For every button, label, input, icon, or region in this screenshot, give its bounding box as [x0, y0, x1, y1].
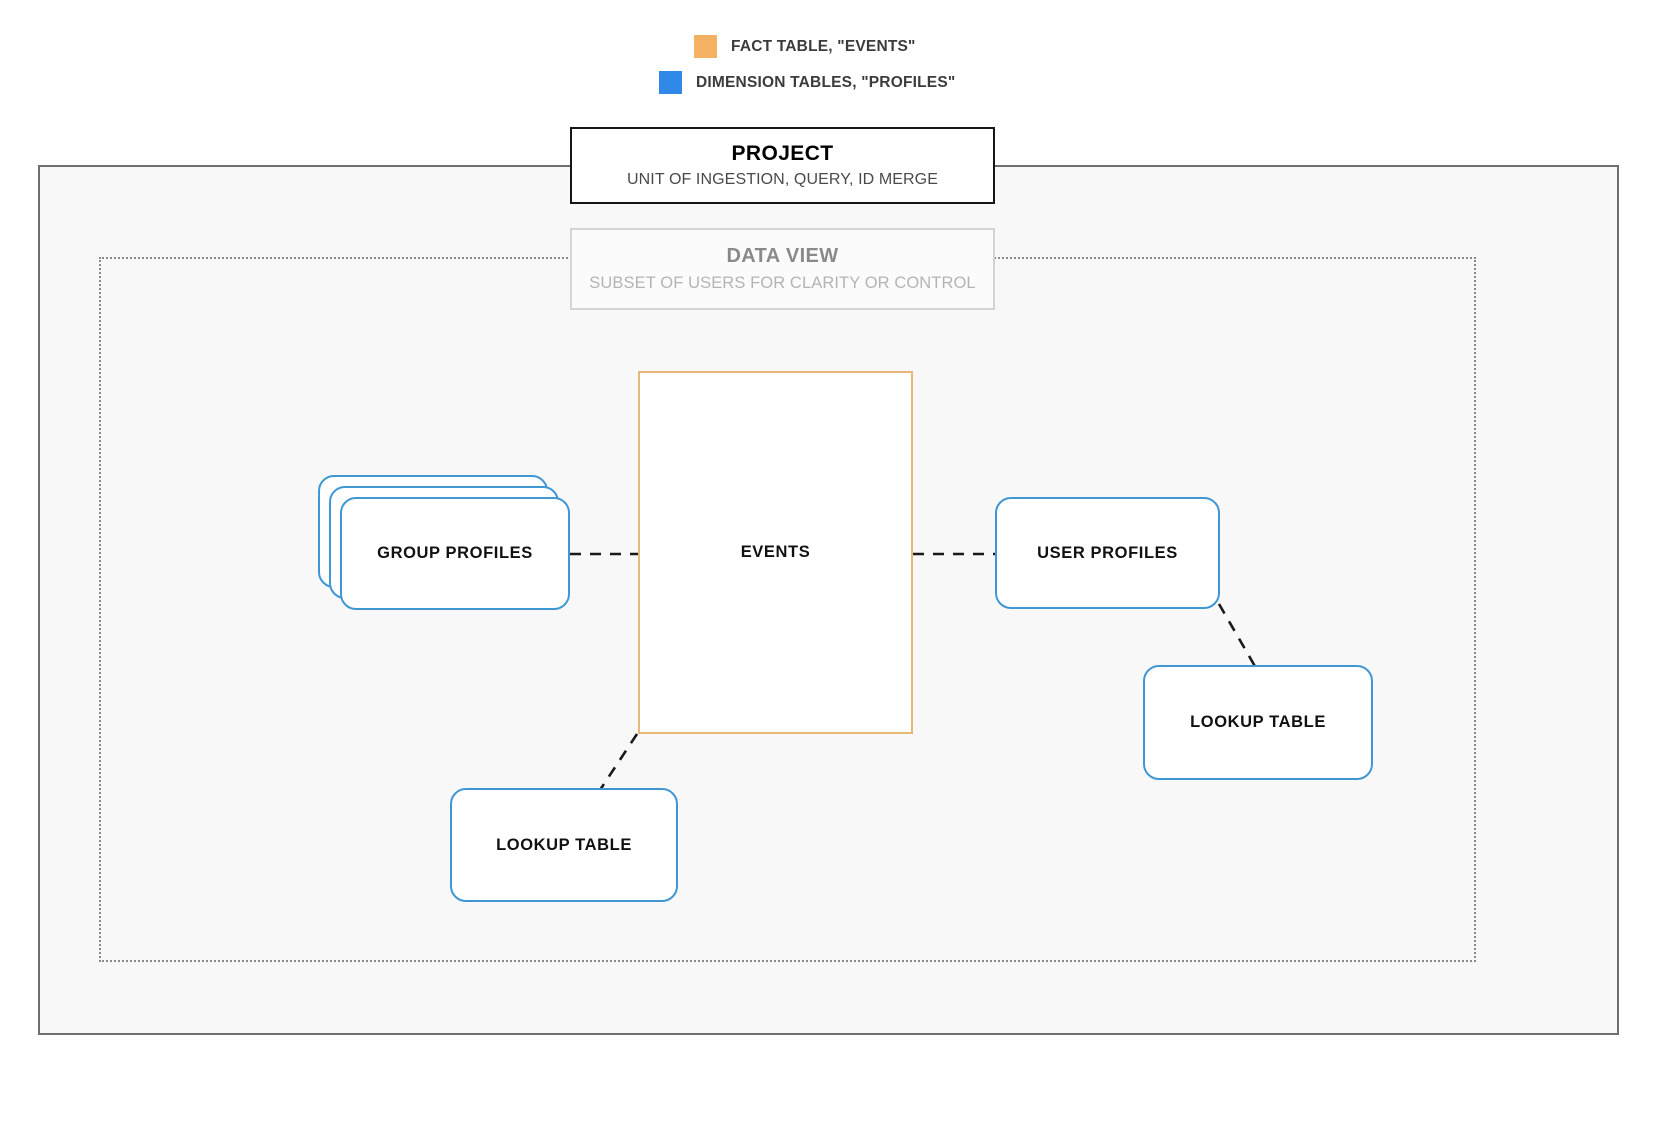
node-lookup-table-left[interactable]: LOOKUP TABLE	[450, 788, 678, 902]
project-header-box: PROJECT UNIT OF INGESTION, QUERY, ID MER…	[570, 127, 995, 204]
node-group-profiles-label: GROUP PROFILES	[377, 544, 533, 562]
square-swatch-icon-fact	[694, 35, 717, 58]
legend-item-dimension-tables: DIMENSION TABLES, "PROFILES"	[659, 71, 955, 94]
data-view-title: DATA VIEW	[726, 245, 839, 267]
node-user-profiles[interactable]: USER PROFILES	[995, 497, 1220, 609]
node-events-label: EVENTS	[740, 543, 811, 561]
legend-label-fact-table: FACT TABLE, "EVENTS"	[731, 37, 916, 55]
node-lookup-table-right-label: LOOKUP TABLE	[1190, 713, 1326, 731]
node-group-profiles[interactable]: GROUP PROFILES	[318, 475, 570, 610]
data-view-subtitle: SUBSET OF USERS FOR CLARITY OR CONTROL	[589, 274, 976, 292]
legend-item-fact-table: FACT TABLE, "EVENTS"	[694, 35, 916, 58]
group-profiles-stack-card-front[interactable]: GROUP PROFILES	[340, 497, 570, 610]
legend-label-dimension-tables: DIMENSION TABLES, "PROFILES"	[696, 73, 956, 91]
project-title: PROJECT	[731, 142, 834, 165]
node-user-profiles-label: USER PROFILES	[1037, 543, 1178, 562]
data-view-header-box: DATA VIEW SUBSET OF USERS FOR CLARITY OR…	[570, 228, 995, 310]
square-swatch-icon-dimension	[659, 71, 682, 94]
node-lookup-table-right[interactable]: LOOKUP TABLE	[1143, 665, 1373, 780]
project-subtitle: UNIT OF INGESTION, QUERY, ID MERGE	[626, 171, 938, 188]
node-lookup-table-left-label: LOOKUP TABLE	[496, 835, 632, 854]
node-events[interactable]: EVENTS	[638, 371, 913, 734]
